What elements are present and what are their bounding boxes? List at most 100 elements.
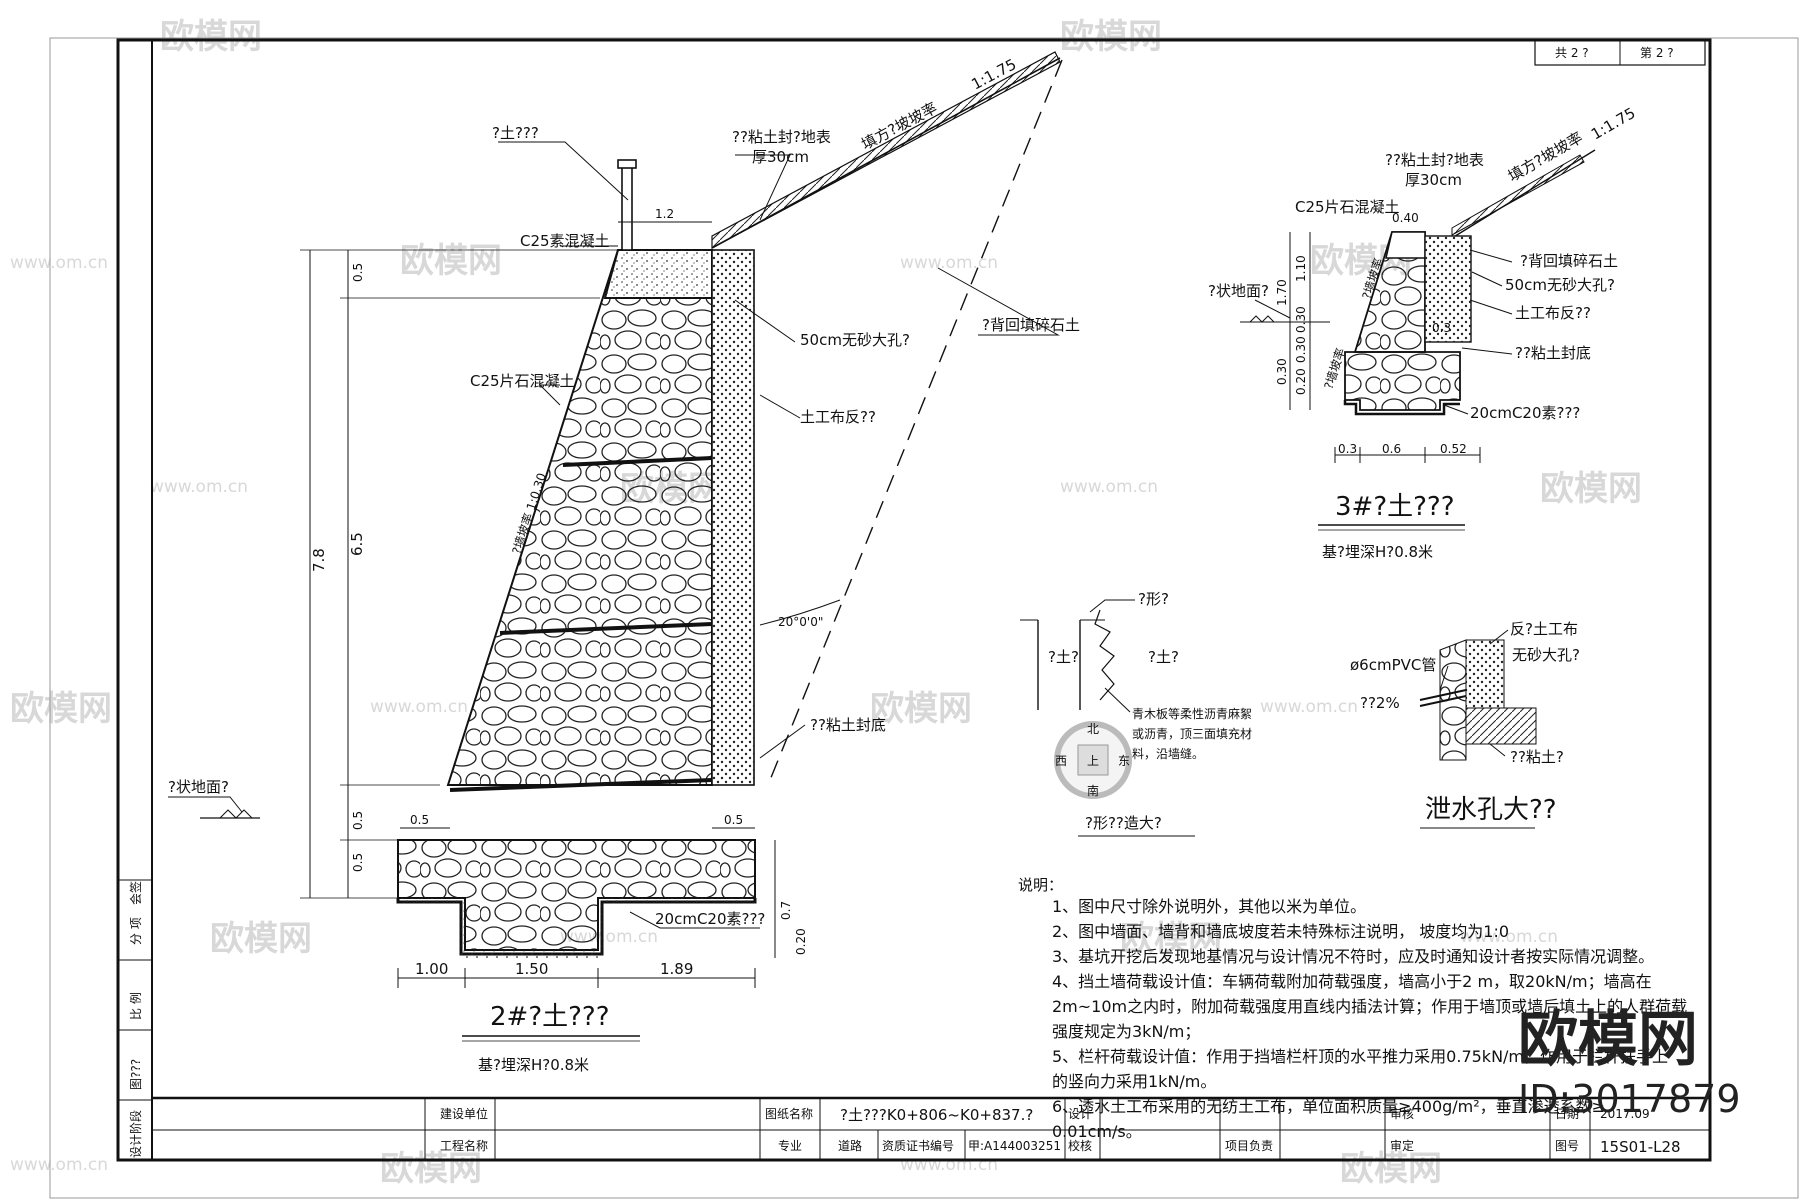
pvc-pipe (1419, 689, 1467, 701)
watermark: 欧模网 (380, 1149, 482, 1189)
leader (498, 141, 629, 201)
c20-base-layer (1343, 400, 1460, 416)
label-geotextile: 土工布反?? (800, 408, 876, 426)
fill-slope-line (711, 57, 1061, 249)
watermark: 欧模网 (400, 241, 502, 281)
label-clay-base: ??粘土封底 (810, 716, 886, 734)
dim-b1: 0.3 (1338, 442, 1357, 456)
dim-h2: 1.10 (1294, 255, 1308, 282)
label-wall-slope: ?墙坡率 (1321, 346, 1348, 391)
joint-title: ?形??造大? (1085, 814, 1162, 832)
outer-sheet-border (49, 37, 1799, 1199)
watermark: 欧模网 (870, 689, 972, 729)
wall-footing (397, 839, 756, 951)
tb-drawing-no: 15S01-L28 (1600, 1138, 1681, 1156)
leader (1461, 347, 1513, 355)
label-cap: C25素混凝土 (520, 232, 610, 250)
joint-desc-2: 或沥青，顶三面填充材 (1132, 726, 1252, 741)
sheet-total: 共 2 ? (1555, 46, 1589, 60)
notes-heading: 说明： (1018, 876, 1063, 894)
watermark: 欧模网 (10, 689, 112, 729)
detail3-title: 3#?土??? (1335, 492, 1455, 522)
tb-pm-label: 项目负责 (1225, 1139, 1273, 1153)
leader (1443, 404, 1469, 415)
label-sand-layer: 50cm无砂大孔? (800, 331, 910, 349)
tb-check-label: 校核 (1068, 1138, 1092, 1153)
dim-b2: 0.6 (1382, 442, 1401, 456)
drain-clay (1465, 707, 1537, 745)
viewcube-compass[interactable]: 上 北 南 西 东 (1054, 721, 1132, 799)
leader (937, 267, 1060, 336)
leader (629, 911, 760, 929)
ground-symbol (1249, 315, 1275, 323)
dim-h5: 0.20 (1294, 368, 1308, 395)
leader (1469, 249, 1513, 263)
tb-client-label: 建设单位 (440, 1106, 488, 1121)
leader (1104, 687, 1131, 713)
dim-top-width: 0.40 (1392, 211, 1419, 225)
watermark-site: www.om.cn (1260, 697, 1358, 717)
side-label: 图??? (129, 1059, 143, 1090)
dim-07: 0.7 (779, 901, 793, 920)
label-clay-thickness: 厚30cm (752, 148, 809, 166)
watermark: 欧模网 (1340, 1149, 1442, 1189)
joint-right-label: ?土? (1148, 648, 1179, 666)
label-clay-surface: ??粘土封?地表 (1385, 151, 1484, 169)
joint-detail: ?形? ?土? ?土? 青木板等柔性沥青麻絮 或沥青，顶三面填充材 料，沿墙缝。… (1020, 590, 1252, 837)
compass-east: 东 (1118, 754, 1130, 768)
label-clay-thickness: 厚30cm (1405, 171, 1462, 189)
slope-surface-hatch (1451, 154, 1585, 236)
leader (1254, 299, 1291, 319)
label-base-c20: 20cmC20素??? (1470, 404, 1580, 422)
label-cap: C25片石混凝土 (1295, 198, 1400, 216)
wall-body (446, 249, 713, 786)
dim-b3: 1.89 (660, 960, 693, 978)
brand-id: ID:3017879 (1518, 1077, 1741, 1121)
tb-design-label: 设计 (1068, 1107, 1092, 1121)
label-geotextile: 土工布反?? (1515, 304, 1591, 322)
watermark: 欧模网 (160, 17, 262, 57)
tb-drawing-label: 图纸名称 (765, 1106, 813, 1121)
watermark: 欧模网 (210, 919, 312, 959)
label-backfill: ?背回填碎石土 (1520, 252, 1618, 270)
tb-drawing-name: ?土???K0+806~K0+837.? (840, 1106, 1033, 1124)
note-line: 0.01cm/s。 (1052, 1122, 1142, 1141)
slope-surface-hatch (711, 51, 1061, 250)
watermark-site: www.om.cn (370, 697, 468, 717)
leader (759, 394, 801, 419)
joint-top-label: ?形? (1138, 590, 1169, 608)
note-line: 3、基坑开挖后发现地基情况与设计情况不符时，应及时通知设计者按实际情况调整。 (1052, 947, 1654, 966)
label-clay-surface: ??粘土封?地表 (732, 128, 831, 146)
sand-drain-texture (1425, 236, 1471, 342)
watermark-site: www.om.cn (10, 1155, 108, 1175)
main-subtitle: 基?埋深H?0.8米 (478, 1056, 589, 1074)
drain-label-3: ø6cmPVC管 (1350, 656, 1436, 674)
dim-b2: 1.50 (515, 960, 548, 978)
dim-h6: 0.30 (1275, 358, 1289, 385)
leader (1439, 665, 1449, 691)
dim-wall-height: 6.5 (348, 532, 366, 556)
joint-filler (1094, 609, 1115, 701)
watermark-site: www.om.cn (10, 253, 108, 273)
wall-footing (1344, 351, 1461, 411)
vent-pipe (621, 161, 633, 251)
label-clay-base: ??粘土封底 (1515, 344, 1591, 362)
watermark-site: www.om.cn (150, 477, 248, 497)
joint-desc-1: 青木板等柔性沥青麻絮 (1132, 706, 1252, 721)
dim-h4: 0.30 (1294, 336, 1308, 363)
main-section: 7.8 6.5 0.5 0.5 0.5 1.2 0.5 0.5 0.7 0.20… (168, 51, 1080, 1074)
label-sand-layer: 50cm无砂大孔? (1505, 276, 1615, 294)
construction-joint (562, 456, 713, 467)
tb-date-label: 日期 (1555, 1107, 1579, 1121)
brand-logo: 欧模网 ID:3017879 (1518, 1005, 1741, 1121)
leader (1471, 271, 1503, 287)
tb-cert-label: 资质证书编号 (882, 1138, 954, 1153)
sheet-current: 第 2 ? (1640, 46, 1674, 60)
dim-b1: 1.00 (415, 960, 448, 978)
compass-west: 西 (1055, 754, 1067, 768)
note-line: 的竖向力采用1kN/m。 (1052, 1072, 1216, 1091)
compass-north: 北 (1087, 722, 1099, 736)
drain-label-5: ??粘土? (1510, 748, 1564, 766)
construction-joint (449, 778, 713, 792)
